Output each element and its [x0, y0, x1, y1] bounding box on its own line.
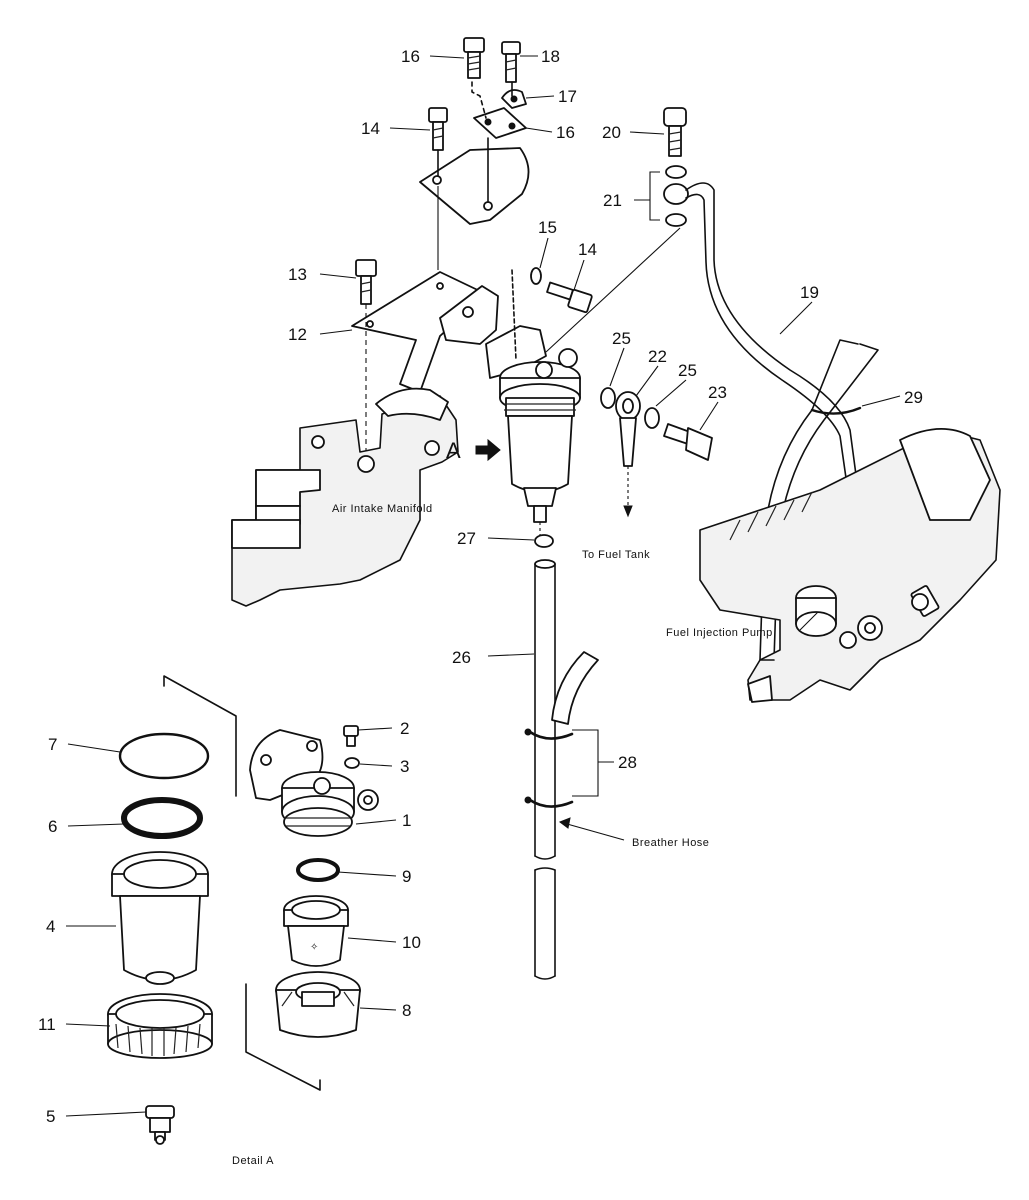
fuel-tank-arrow [623, 505, 633, 518]
bolt-14-side [546, 281, 593, 314]
washer-22-top [665, 165, 687, 179]
bolt-19 [501, 41, 521, 83]
washer-25-left [600, 387, 616, 409]
plate-16 [473, 107, 527, 139]
callout-14-side: 14 [578, 240, 597, 259]
plug-2 [343, 725, 359, 747]
callout-14-upper: 14 [361, 119, 380, 138]
washer-15 [530, 267, 542, 285]
washer-22-bottom [665, 213, 687, 227]
callout-25-right: 25 [678, 361, 697, 380]
callout-21: 20 [602, 123, 621, 142]
detail-bracket-lower [245, 983, 321, 1091]
callout-27: 27 [457, 529, 476, 548]
callout-5: 5 [46, 1107, 55, 1126]
detail-bracket-upper [163, 675, 237, 797]
washer-25-right [644, 407, 660, 429]
callout-22: 21 [603, 191, 622, 210]
pump-fitting [839, 615, 883, 649]
filter-head-1 [249, 729, 379, 837]
tube-26 [534, 559, 599, 860]
fuel-pipe-20 [685, 182, 867, 601]
callout-10: 10 [402, 933, 421, 952]
callout-19: 18 [541, 47, 560, 66]
callout-9: 9 [402, 867, 411, 886]
bolt-21 [663, 107, 687, 157]
bracket-plate-upper [419, 147, 530, 225]
callout-20: 19 [800, 283, 819, 302]
callout-16: 16 [556, 123, 575, 142]
bolt-13 [355, 259, 377, 305]
seal-ring-6 [121, 797, 203, 839]
callout-6: 6 [48, 817, 57, 836]
callout-11: 11 [38, 1015, 56, 1034]
callout-15: 15 [538, 218, 557, 237]
callout-4: 4 [46, 917, 55, 936]
to-fuel-tank-label: To Fuel Tank [582, 549, 650, 561]
eye-bolt-24 [663, 423, 713, 461]
callout-26: 26 [452, 648, 471, 667]
callout-28: 28 [618, 753, 637, 772]
filter-case-8 [275, 971, 361, 1038]
seal-9 [296, 858, 340, 882]
callout-7: 7 [48, 735, 57, 754]
callout-numbers: 16 18 17 16 14 15 14 13 12 20 21 19 29 2… [38, 47, 923, 1126]
element-10: ✧ [283, 895, 349, 967]
callout-2: 2 [400, 719, 409, 738]
fuel-injection-pump-label: Fuel Injection Pump [666, 627, 773, 639]
ring-nut-11 [107, 993, 213, 1059]
callout-29: 29 [904, 388, 923, 407]
detail-a-label: Detail A [232, 1155, 274, 1167]
callout-1: 1 [402, 811, 411, 830]
bowl-4 [111, 851, 209, 985]
banjo-22 [663, 183, 689, 205]
callout-18: 17 [558, 87, 577, 106]
callout-3: 3 [400, 757, 409, 776]
callout-24: 23 [708, 383, 727, 402]
callout-17: 16 [401, 47, 420, 66]
clamp-27 [534, 534, 554, 548]
svg-text:✧: ✧ [310, 942, 318, 953]
callout-13: 13 [288, 265, 307, 284]
air-intake-manifold-label: Air Intake Manifold [332, 503, 433, 515]
o-ring-7 [118, 732, 210, 780]
callout-8: 8 [402, 1001, 411, 1020]
banjo-fitting-23 [615, 391, 641, 467]
callout-23: 22 [648, 347, 667, 366]
clip-18 [501, 89, 527, 109]
air-intake-manifold [231, 387, 459, 607]
fuel-filter-main [485, 325, 581, 523]
washer-3 [344, 757, 360, 769]
callout-12: 12 [288, 325, 307, 344]
fuel-injection-pump [699, 427, 1001, 703]
bracket-12 [351, 271, 499, 393]
leader-lines [65, 55, 901, 1117]
clamp-29 [810, 406, 862, 415]
breather-hose [534, 867, 556, 980]
breather-hose-label: Breather Hose [632, 837, 709, 849]
bolt-14-upper [428, 107, 448, 151]
view-direction-arrow [475, 438, 501, 462]
view-marker-a: A [446, 438, 461, 463]
drain-plug-5 [145, 1105, 175, 1145]
bolt-17 [463, 37, 485, 79]
clamp-28 [524, 728, 574, 808]
callout-25-left: 25 [612, 329, 631, 348]
